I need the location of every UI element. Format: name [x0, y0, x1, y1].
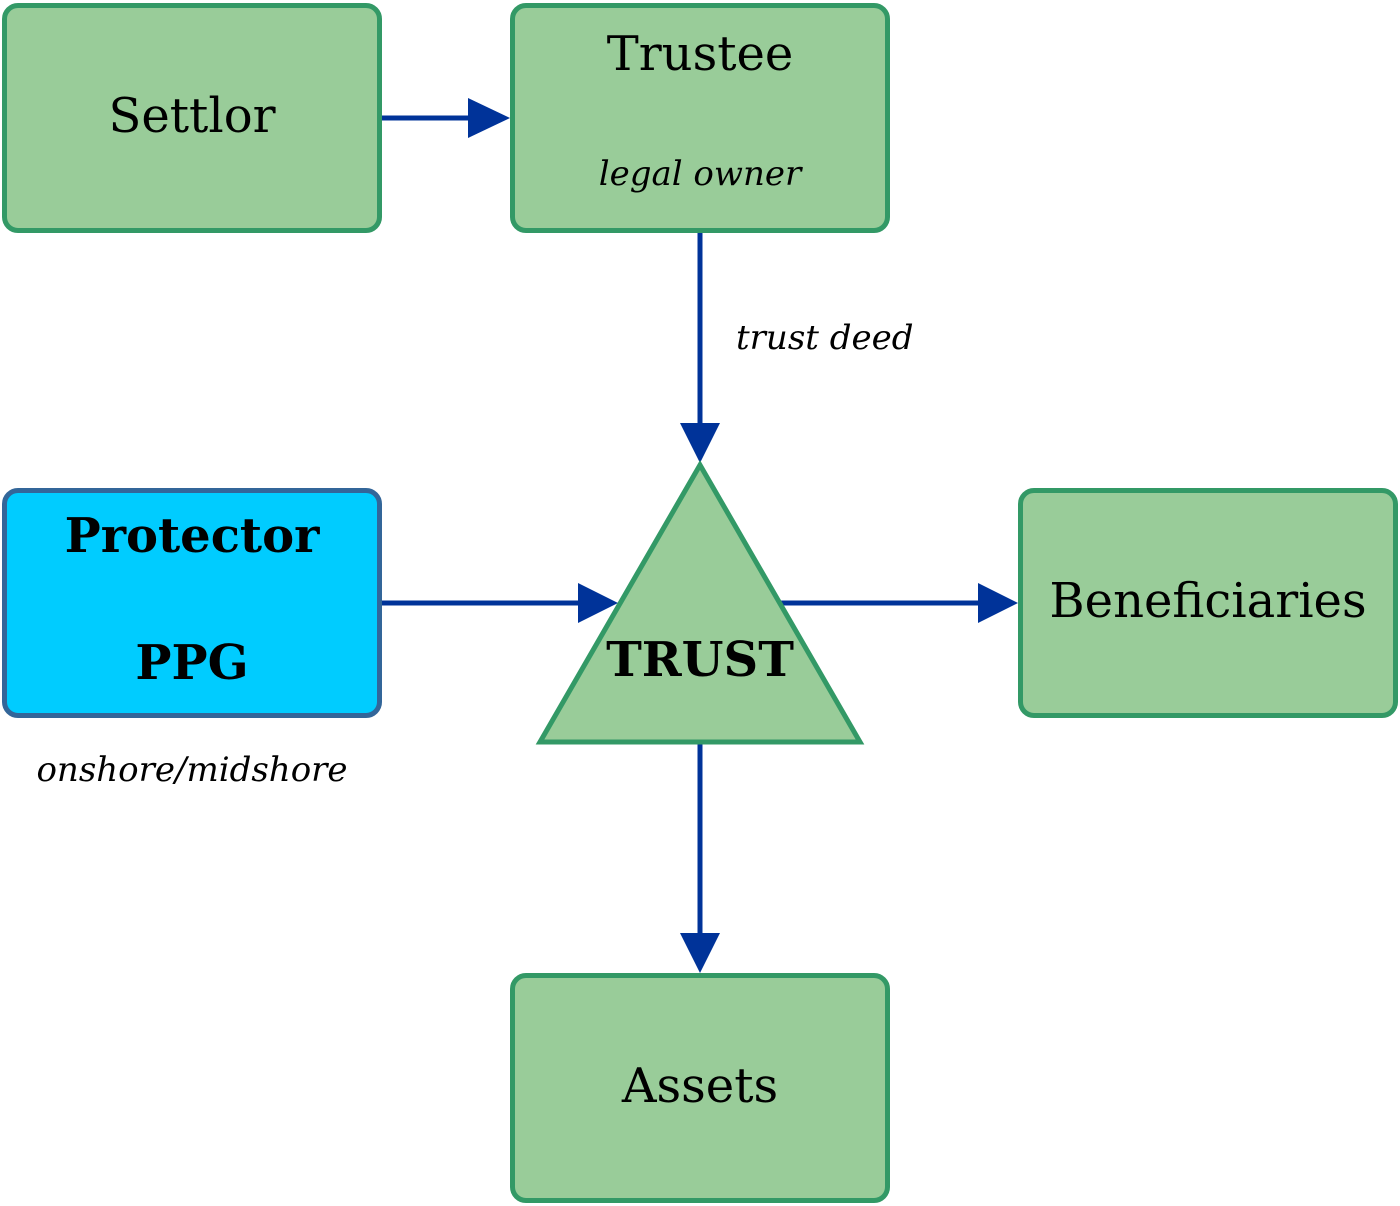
beneficiaries-label: Beneficiaries — [1049, 573, 1367, 629]
edge-label-trust-deed: trust deed — [736, 318, 914, 358]
edge-trustee-trust — [680, 232, 720, 463]
edge-trust-beneficiaries — [780, 583, 1018, 623]
trust-node[interactable] — [535, 460, 865, 745]
assets-label: Assets — [621, 1058, 779, 1114]
edge-trust-assets — [680, 742, 720, 973]
beneficiaries-node[interactable] — [1018, 488, 1398, 718]
trustee-sublabel: legal owner — [598, 154, 802, 194]
settlor-label: Settlor — [108, 88, 276, 144]
settlor-node[interactable] — [2, 3, 382, 233]
protector-label: Protector — [64, 508, 320, 564]
edge-settlor-trustee — [382, 98, 510, 138]
edge-protector-trust — [382, 583, 618, 623]
trust-label: TRUST — [606, 632, 794, 688]
protector-node[interactable] — [2, 488, 382, 718]
trustee-label: Trustee — [606, 26, 794, 82]
assets-node[interactable] — [510, 973, 890, 1203]
trustee-node[interactable] — [510, 3, 890, 233]
protector-note: onshore/midshore — [36, 750, 348, 790]
protector-sublabel: PPG — [135, 635, 249, 691]
